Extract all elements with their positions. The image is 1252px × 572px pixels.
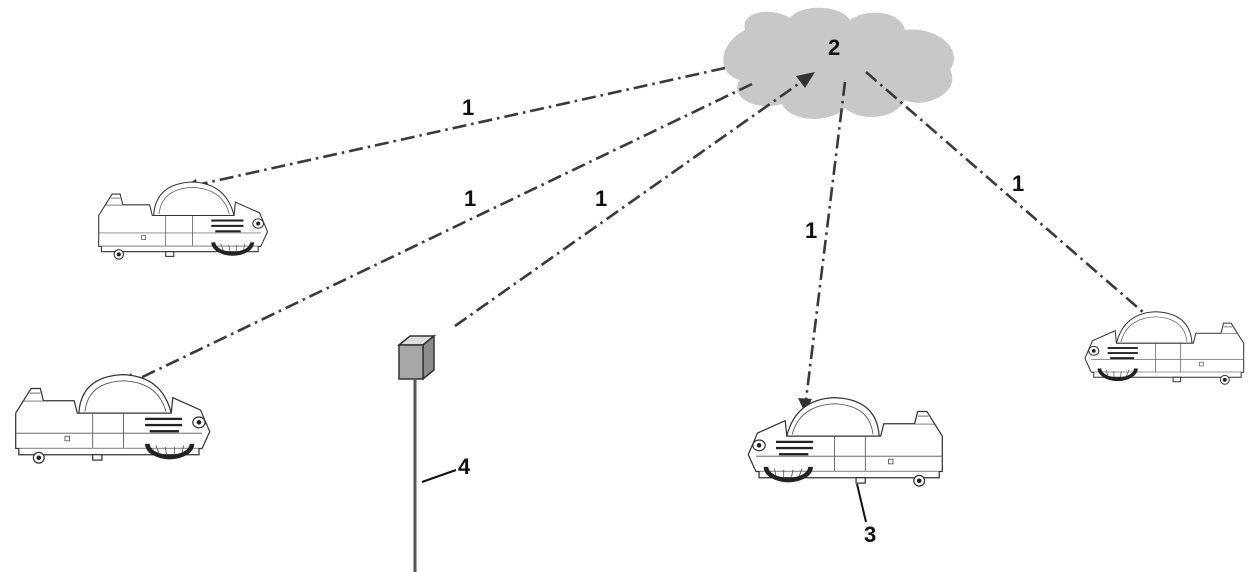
callout-sensor: 3 bbox=[864, 522, 876, 547]
robotic-mower-icon bbox=[1084, 311, 1245, 385]
callout-link-4: 1 bbox=[805, 218, 817, 243]
callout-cloud: 2 bbox=[828, 35, 840, 60]
robotic-mower-icon bbox=[98, 181, 269, 260]
arrow-head bbox=[796, 72, 815, 88]
base-station-icon bbox=[396, 334, 437, 572]
callout-link-2: 1 bbox=[464, 186, 476, 211]
robotic-mower-icon bbox=[747, 397, 943, 487]
link-line bbox=[131, 82, 753, 384]
link-line bbox=[804, 81, 847, 401]
callout-link-1: 1 bbox=[462, 95, 474, 120]
communication-links bbox=[120, 66, 1162, 413]
cloud-icon bbox=[723, 7, 954, 119]
callout-link-5: 1 bbox=[1012, 171, 1024, 196]
link-line bbox=[454, 78, 805, 328]
robotic-mower-icon bbox=[15, 374, 211, 464]
link-line bbox=[865, 71, 1153, 321]
leader-line-sensor bbox=[856, 483, 867, 523]
leader-line-pole bbox=[421, 469, 457, 483]
arrow-head bbox=[798, 398, 812, 413]
link-line bbox=[191, 66, 726, 188]
callout-pole: 4 bbox=[458, 454, 471, 479]
callout-link-3: 1 bbox=[595, 186, 607, 211]
